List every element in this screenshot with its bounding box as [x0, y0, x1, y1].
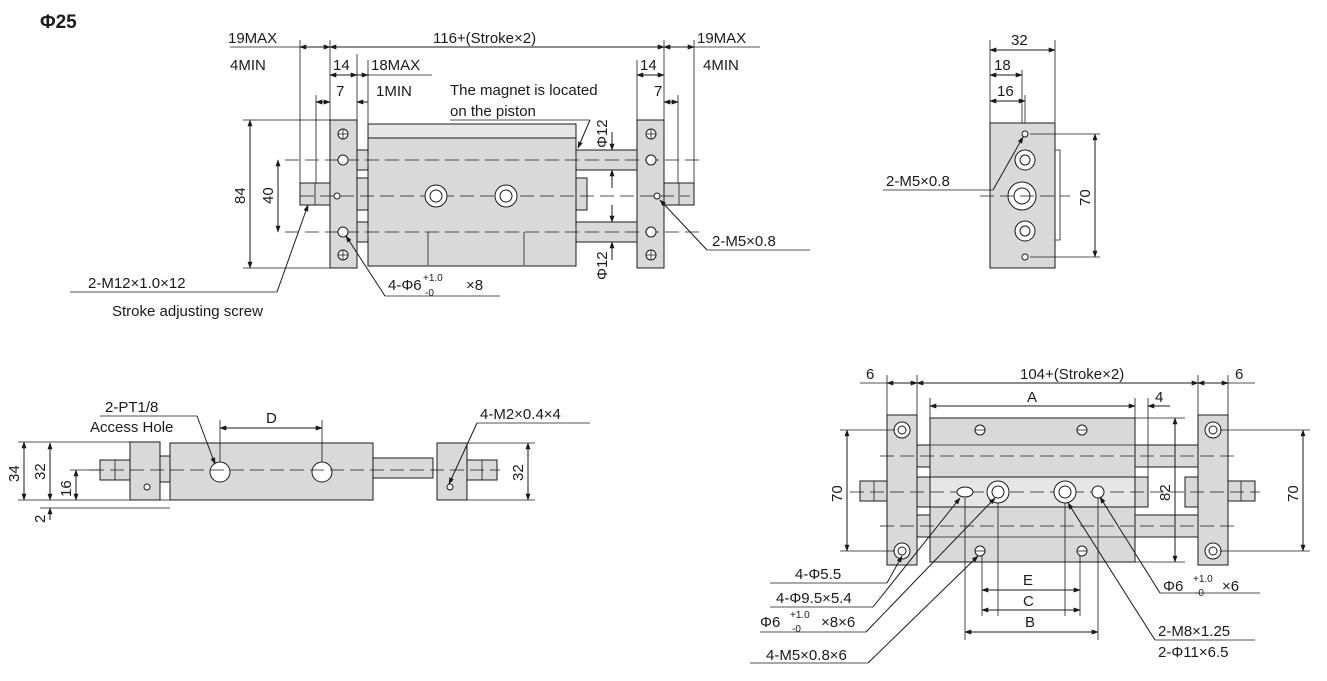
dim-phi12-bottom: Φ12 — [594, 251, 611, 280]
dim-18-side: 18 — [994, 57, 1011, 74]
dim-C: C — [1023, 593, 1034, 610]
dim-40: 40 — [260, 187, 277, 204]
label-p95: 4-Φ9.5×5.4 — [776, 590, 852, 607]
dim-2: 2 — [32, 515, 49, 523]
label-m8: 2-M8×1.25 — [1158, 623, 1230, 640]
dim-E: E — [1023, 572, 1033, 589]
dim-34: 34 — [6, 465, 23, 482]
dim-82: 82 — [1157, 484, 1174, 501]
label-holes6: 4-Φ6 — [388, 277, 422, 294]
label-m12: 2-M12×1.0×12 — [88, 275, 186, 292]
dim-70-bottom-left: 70 — [829, 485, 846, 502]
dim-18max: 18MAX — [371, 57, 420, 74]
side-view: 32 18 16 70 2-M5×0.8 — [883, 32, 1100, 269]
magnet-note-line1: The magnet is located — [450, 82, 598, 99]
label-m5-bottom: 4-M5×0.8×6 — [766, 647, 847, 664]
magnet-note-line2: on the piston — [450, 103, 536, 120]
label-access-hole: Access Hole — [90, 419, 173, 436]
dim-7-right: 7 — [654, 83, 662, 100]
label-pt18: 2-PT1/8 — [105, 399, 158, 416]
dim-A: A — [1027, 389, 1037, 406]
svg-text:+1.0: +1.0 — [790, 610, 810, 621]
low-profile-view: D 2-PT1/8 Access Hole 4-M2×0.4×4 34 32 1… — [6, 399, 590, 523]
dim-32-low: 32 — [32, 463, 49, 480]
drawing-title: Φ25 — [40, 12, 77, 33]
label-phi6-8x6-depth: ×8×6 — [821, 614, 855, 631]
label-stroke-screw: Stroke adjusting screw — [112, 303, 263, 320]
dim-overall-length: 116+(Stroke×2) — [433, 30, 536, 47]
label-phi6-x6: Φ6 — [1163, 578, 1183, 595]
dim-84: 84 — [232, 187, 249, 204]
label-p55: 4-Φ5.5 — [795, 566, 841, 583]
label-m2: 4-M2×0.4×4 — [480, 406, 561, 423]
svg-text:+1.0: +1.0 — [423, 273, 443, 284]
label-phi6-x6-depth: ×6 — [1222, 578, 1239, 595]
dim-14-right: 14 — [640, 57, 657, 74]
bottom-view: 6 6 104+(Stroke×2) A 4 70 82 70 E — [750, 366, 1310, 664]
dim-D: D — [266, 410, 277, 427]
dim-19max-left: 19MAX — [228, 30, 277, 47]
dim-4min-left: 4MIN — [230, 57, 266, 74]
svg-text:-0: -0 — [425, 288, 434, 299]
dim-70-side: 70 — [1077, 189, 1094, 206]
svg-text:-0: -0 — [1195, 588, 1204, 599]
svg-text:+1.0: +1.0 — [1193, 574, 1213, 585]
dim-bottom-length: 104+(Stroke×2) — [1020, 366, 1124, 383]
dim-32-side: 32 — [1011, 32, 1028, 49]
dim-16-low: 16 — [58, 480, 75, 497]
label-phi6-8x6: Φ6 — [760, 614, 780, 631]
dim-16-side: 16 — [997, 83, 1014, 100]
dim-70-bottom-right: 70 — [1285, 485, 1302, 502]
dim-1min: 1MIN — [376, 83, 412, 100]
dim-6-left: 6 — [866, 366, 874, 383]
dim-19max-right: 19MAX — [697, 30, 746, 47]
dim-6-right: 6 — [1235, 366, 1243, 383]
dim-4min-right: 4MIN — [703, 57, 739, 74]
label-m5-side: 2-M5×0.8 — [886, 173, 950, 190]
dim-32-right: 32 — [510, 464, 527, 481]
label-m5-front: 2-M5×0.8 — [712, 233, 776, 250]
svg-text:-0: -0 — [792, 624, 801, 635]
dim-4: 4 — [1155, 389, 1163, 406]
front-view: 19MAX 4MIN 116+(Stroke×2) 19MAX 4MIN 14 … — [70, 30, 810, 320]
dim-7-left: 7 — [336, 83, 344, 100]
dim-14-left: 14 — [333, 57, 350, 74]
dim-B: B — [1025, 614, 1035, 631]
label-holes6-depth: ×8 — [466, 277, 483, 294]
dim-phi12-top: Φ12 — [594, 119, 611, 148]
label-p11: 2-Φ11×6.5 — [1158, 644, 1229, 661]
